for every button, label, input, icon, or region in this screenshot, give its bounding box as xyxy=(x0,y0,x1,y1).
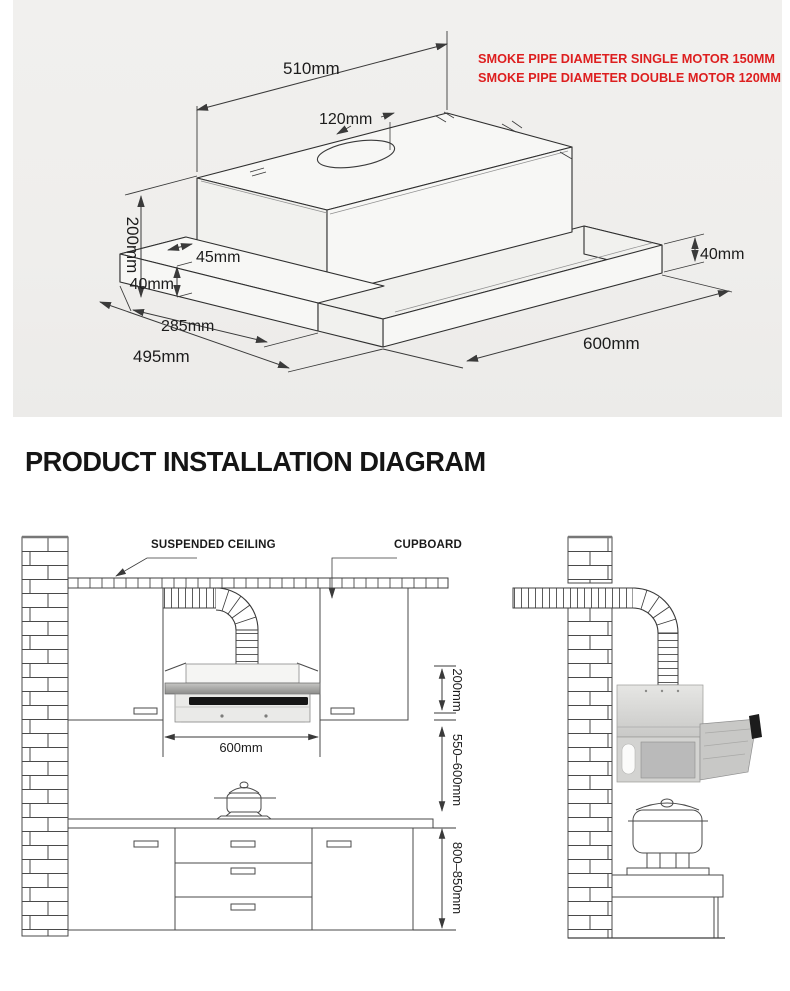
dim-counter-height-label: 800–850mm xyxy=(450,842,465,914)
cupboard-label: CUPBOARD xyxy=(394,539,462,551)
cooking-pot-right xyxy=(626,798,710,876)
cooking-pot-left xyxy=(214,781,276,820)
hood-visor-pulled-out xyxy=(699,718,758,781)
dim-total-depth: 495mm xyxy=(133,347,190,366)
hood-glass-strip xyxy=(189,697,308,705)
range-hood-side-view xyxy=(616,684,762,783)
dimension-40-right: 40mm xyxy=(663,233,744,273)
brick-wall-right xyxy=(567,535,613,939)
dim-pipe-hole: 120mm xyxy=(319,111,372,128)
drawer-handle-2 xyxy=(230,867,256,875)
cabinet-door-handle-right xyxy=(326,840,352,848)
dimension-120: 120mm xyxy=(319,111,395,150)
smoke-pipe-note-line2: SMOKE PIPE DIAMETER DOUBLE MOTOR 120MM xyxy=(478,70,781,85)
exhaust-duct-right xyxy=(512,587,679,686)
dim-hood-to-hob-label: 550–600mm xyxy=(450,734,465,806)
mounting-clip-marks xyxy=(249,111,573,177)
dim-hood-height-label: 200mm xyxy=(450,668,465,711)
dimension-45: 45mm xyxy=(167,243,240,266)
countertop xyxy=(67,818,434,829)
dimension-hood-height: 200mm xyxy=(434,665,465,714)
dim-base-right: 40mm xyxy=(700,246,744,263)
cupboard-left-handle xyxy=(133,707,158,715)
drawer-handle-1 xyxy=(230,840,256,848)
kitchen-counter xyxy=(67,781,434,931)
brick-wall-left xyxy=(21,535,69,937)
dimension-counter-height: 800–850mm xyxy=(413,827,465,931)
range-hood-front-view xyxy=(164,663,321,723)
stove-stand xyxy=(611,874,724,939)
cupboard-callout: CUPBOARD xyxy=(328,539,462,599)
suspended-ceiling xyxy=(67,577,449,589)
dimension-200: 200mm xyxy=(123,175,198,298)
dimension-hood-to-hob: 550–600mm xyxy=(434,719,465,812)
dim-top-width: 510mm xyxy=(283,59,340,78)
dimension-hood-width: 600mm xyxy=(164,733,319,755)
section-title: PRODUCT INSTALLATION DIAGRAM xyxy=(25,446,486,477)
cupboard-right xyxy=(319,587,409,721)
dimension-600: 600mm xyxy=(382,274,733,369)
ceiling-label: SUSPENDED CEILING xyxy=(151,539,276,551)
dim-body-height: 200mm xyxy=(123,217,142,274)
smoke-pipe-hole xyxy=(316,139,396,169)
dim-visor-length: 600mm xyxy=(583,334,640,353)
cupboard-left xyxy=(67,587,164,721)
hood-base-tray xyxy=(119,236,385,348)
hood-side-panel-detail xyxy=(621,743,636,775)
dim-front-offset: 45mm xyxy=(196,249,240,266)
dimension-495: 495mm xyxy=(99,301,384,373)
ceiling-callout: SUSPENDED CEILING xyxy=(115,539,276,577)
dimension-40-left: 40mm xyxy=(130,261,193,298)
dim-base-left: 40mm xyxy=(130,276,174,293)
hood-visor-bar xyxy=(164,682,321,695)
cupboard-right-handle xyxy=(330,707,355,715)
dim-hood-width-label: 600mm xyxy=(219,740,262,755)
cabinet-door-handle-left xyxy=(133,840,159,848)
hood-recess xyxy=(162,662,321,757)
smoke-pipe-note-line1: SMOKE PIPE DIAMETER SINGLE MOTOR 150MM xyxy=(478,51,775,66)
smoke-pipe-note: SMOKE PIPE DIAMETER SINGLE MOTOR 150MM S… xyxy=(478,51,781,85)
dimension-510: 510mm xyxy=(196,31,448,172)
installation-diagram: 600mm 200mm 550–600mm xyxy=(21,535,762,939)
hood-visor-handle xyxy=(749,714,762,739)
drawer-handle-3 xyxy=(230,903,256,911)
hood-dimension-diagram: 510mm 120mm 200mm 45mm 40mm 285mm 495mm xyxy=(99,31,781,373)
